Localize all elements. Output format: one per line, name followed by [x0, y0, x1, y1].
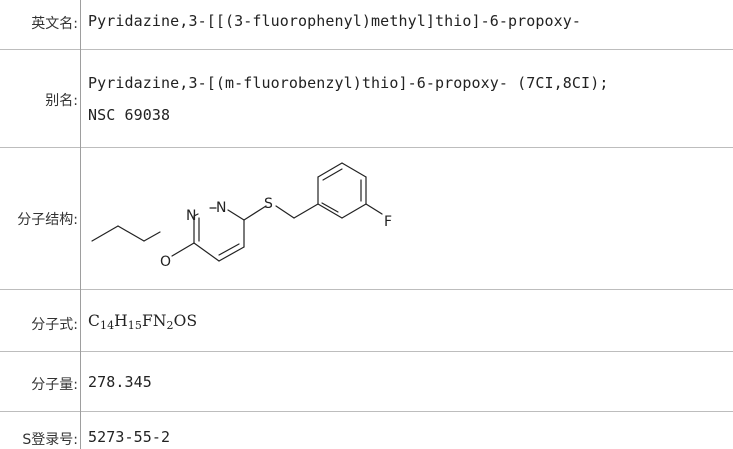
- row-structure: 分子结构:: [0, 148, 733, 290]
- row-cas-number: S登录号: 5273-55-2: [0, 412, 733, 449]
- column-divider: [80, 0, 81, 449]
- formula-value: C14H15FN2OS: [88, 312, 198, 332]
- row-alias: 别名: Pyridazine,3-[(m-fluorobenzyl)thio]-…: [0, 50, 733, 148]
- row-formula: 分子式: C14H15FN2OS: [0, 290, 733, 352]
- english-name-value: Pyridazine,3-[[(3-fluorophenyl)methyl]th…: [88, 12, 582, 30]
- molecular-weight-label: 分子量:: [31, 377, 78, 393]
- alias-label: 别名:: [45, 93, 78, 109]
- row-english-name: 英文名: Pyridazine,3-[[(3-fluorophenyl)meth…: [0, 0, 733, 50]
- formula-label: 分子式:: [31, 317, 78, 333]
- atom-s: S: [264, 196, 273, 212]
- alias-value-line1: Pyridazine,3-[(m-fluorobenzyl)thio]-6-pr…: [88, 74, 609, 92]
- molecular-weight-value: 278.345: [88, 373, 152, 391]
- structure-label: 分子结构:: [17, 212, 78, 228]
- cas-number-value: 5273-55-2: [88, 428, 171, 446]
- cas-number-label: S登录号:: [22, 432, 78, 448]
- english-name-label: 英文名:: [31, 16, 78, 32]
- row-molecular-weight: 分子量: 278.345: [0, 352, 733, 412]
- atom-o: O: [160, 254, 171, 270]
- atom-f: F: [384, 214, 392, 230]
- alias-value-line2: NSC 69038: [88, 106, 171, 124]
- molecule-structure-image: N N S O F: [91, 162, 392, 270]
- atom-n2: N: [216, 200, 226, 216]
- atom-n1: N: [186, 208, 196, 224]
